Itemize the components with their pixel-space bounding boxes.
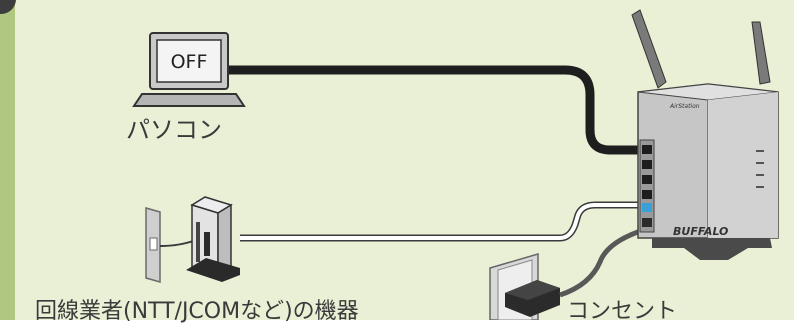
router-brand: BUFFALO (673, 225, 728, 238)
cables (159, 65, 651, 298)
lan-cable-pc (226, 65, 650, 155)
modem-device (186, 196, 240, 282)
modem-label: 回線業者(NTT/JCOMなど)の機器 (35, 299, 359, 324)
laptop-screen-text: OFF (171, 51, 208, 73)
router: BUFFALO AirStation (631, 9, 779, 260)
phone-line (159, 239, 197, 247)
antenna-right (751, 21, 771, 85)
router-stand (652, 238, 772, 260)
outlet-label: コンセント (567, 299, 678, 324)
power-cable (559, 225, 651, 298)
router-model: AirStation (669, 103, 700, 110)
wall-jack (145, 207, 161, 283)
antenna-left (631, 9, 667, 89)
laptop: OFF (132, 32, 246, 107)
power-adapter (505, 280, 560, 317)
pc-label: パソコン (126, 116, 222, 144)
lan-cable-modem (240, 201, 648, 242)
status-leds (756, 150, 764, 188)
side-strip (0, 0, 15, 320)
